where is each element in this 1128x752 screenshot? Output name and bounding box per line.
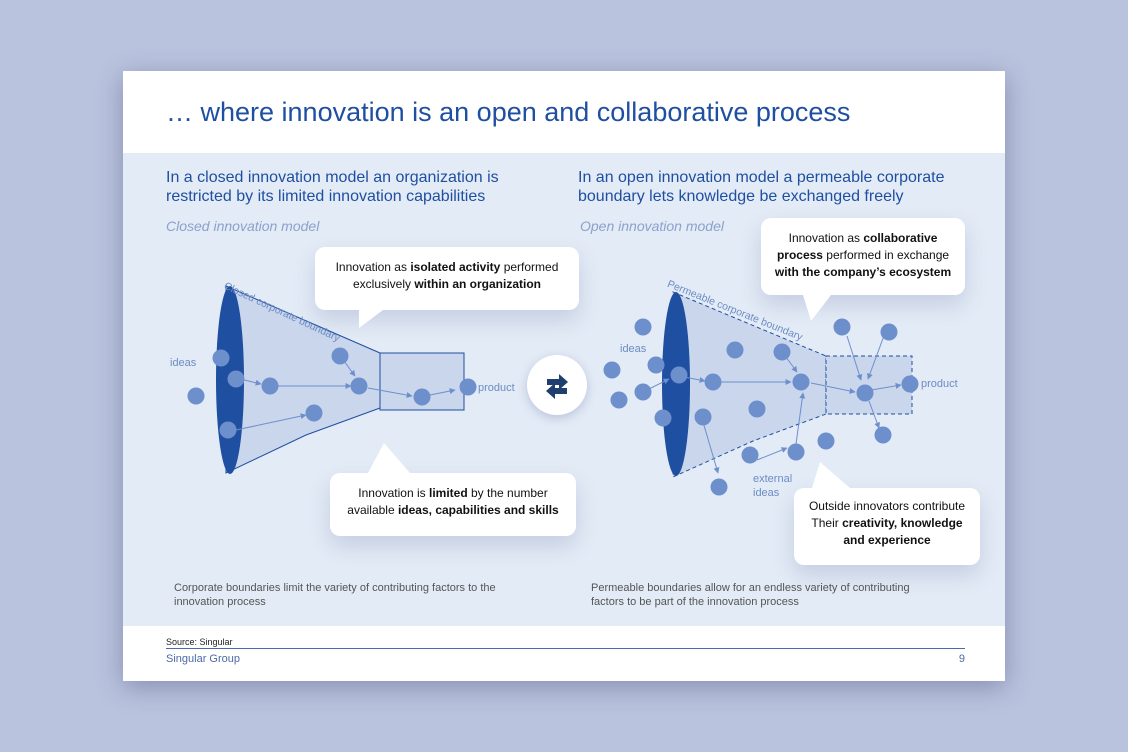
callout-tail (359, 310, 383, 328)
external-ideas-label-line1: external (753, 473, 793, 485)
right-ideas-label: ideas (620, 343, 647, 355)
callout-tail (803, 295, 831, 321)
closed-idea-dots (187, 347, 477, 439)
left-product-label: product (478, 382, 515, 394)
source-note: Source: Singular (166, 637, 233, 647)
closed-funnel (216, 285, 465, 474)
left-ideas-label: ideas (170, 357, 197, 369)
left-heading: In a closed innovation model an organiza… (166, 169, 499, 205)
innovation-diagram (187, 285, 919, 496)
callout-limited: Innovation is limited by the number avai… (330, 443, 576, 536)
callout-tail (812, 462, 850, 488)
footer-divider (166, 648, 965, 649)
left-subtitle: Closed innovation model (166, 218, 320, 234)
right-product-label: product (921, 378, 958, 390)
open-funnel-arrows (642, 332, 902, 474)
callout-tail (368, 443, 410, 473)
callout-outside-innovators: Outside innovators contribute Their crea… (794, 462, 980, 565)
page-number: 9 (958, 653, 965, 665)
open-idea-dots (603, 318, 919, 496)
company-name: Singular Group (166, 653, 240, 665)
swap-arrows-icon (546, 374, 568, 399)
open-funnel (662, 291, 913, 478)
slide: … where innovation is an open and collab… (123, 71, 1005, 681)
right-subtitle: Open innovation model (580, 218, 724, 234)
callout-isolated-activity: Innovation as isolated activity performe… (315, 247, 579, 328)
left-note: Corporate boundaries limit the variety o… (174, 582, 496, 608)
callout-collaborative-process: Innovation as collaborative process perf… (761, 218, 965, 321)
external-ideas-label-line2: ideas (753, 487, 780, 499)
right-heading: In an open innovation model a permeable … (578, 169, 945, 205)
right-note: Permeable boundaries allow for an endles… (591, 582, 910, 608)
slide-title: … where innovation is an open and collab… (166, 97, 851, 127)
swap-arrows-button (527, 355, 587, 415)
